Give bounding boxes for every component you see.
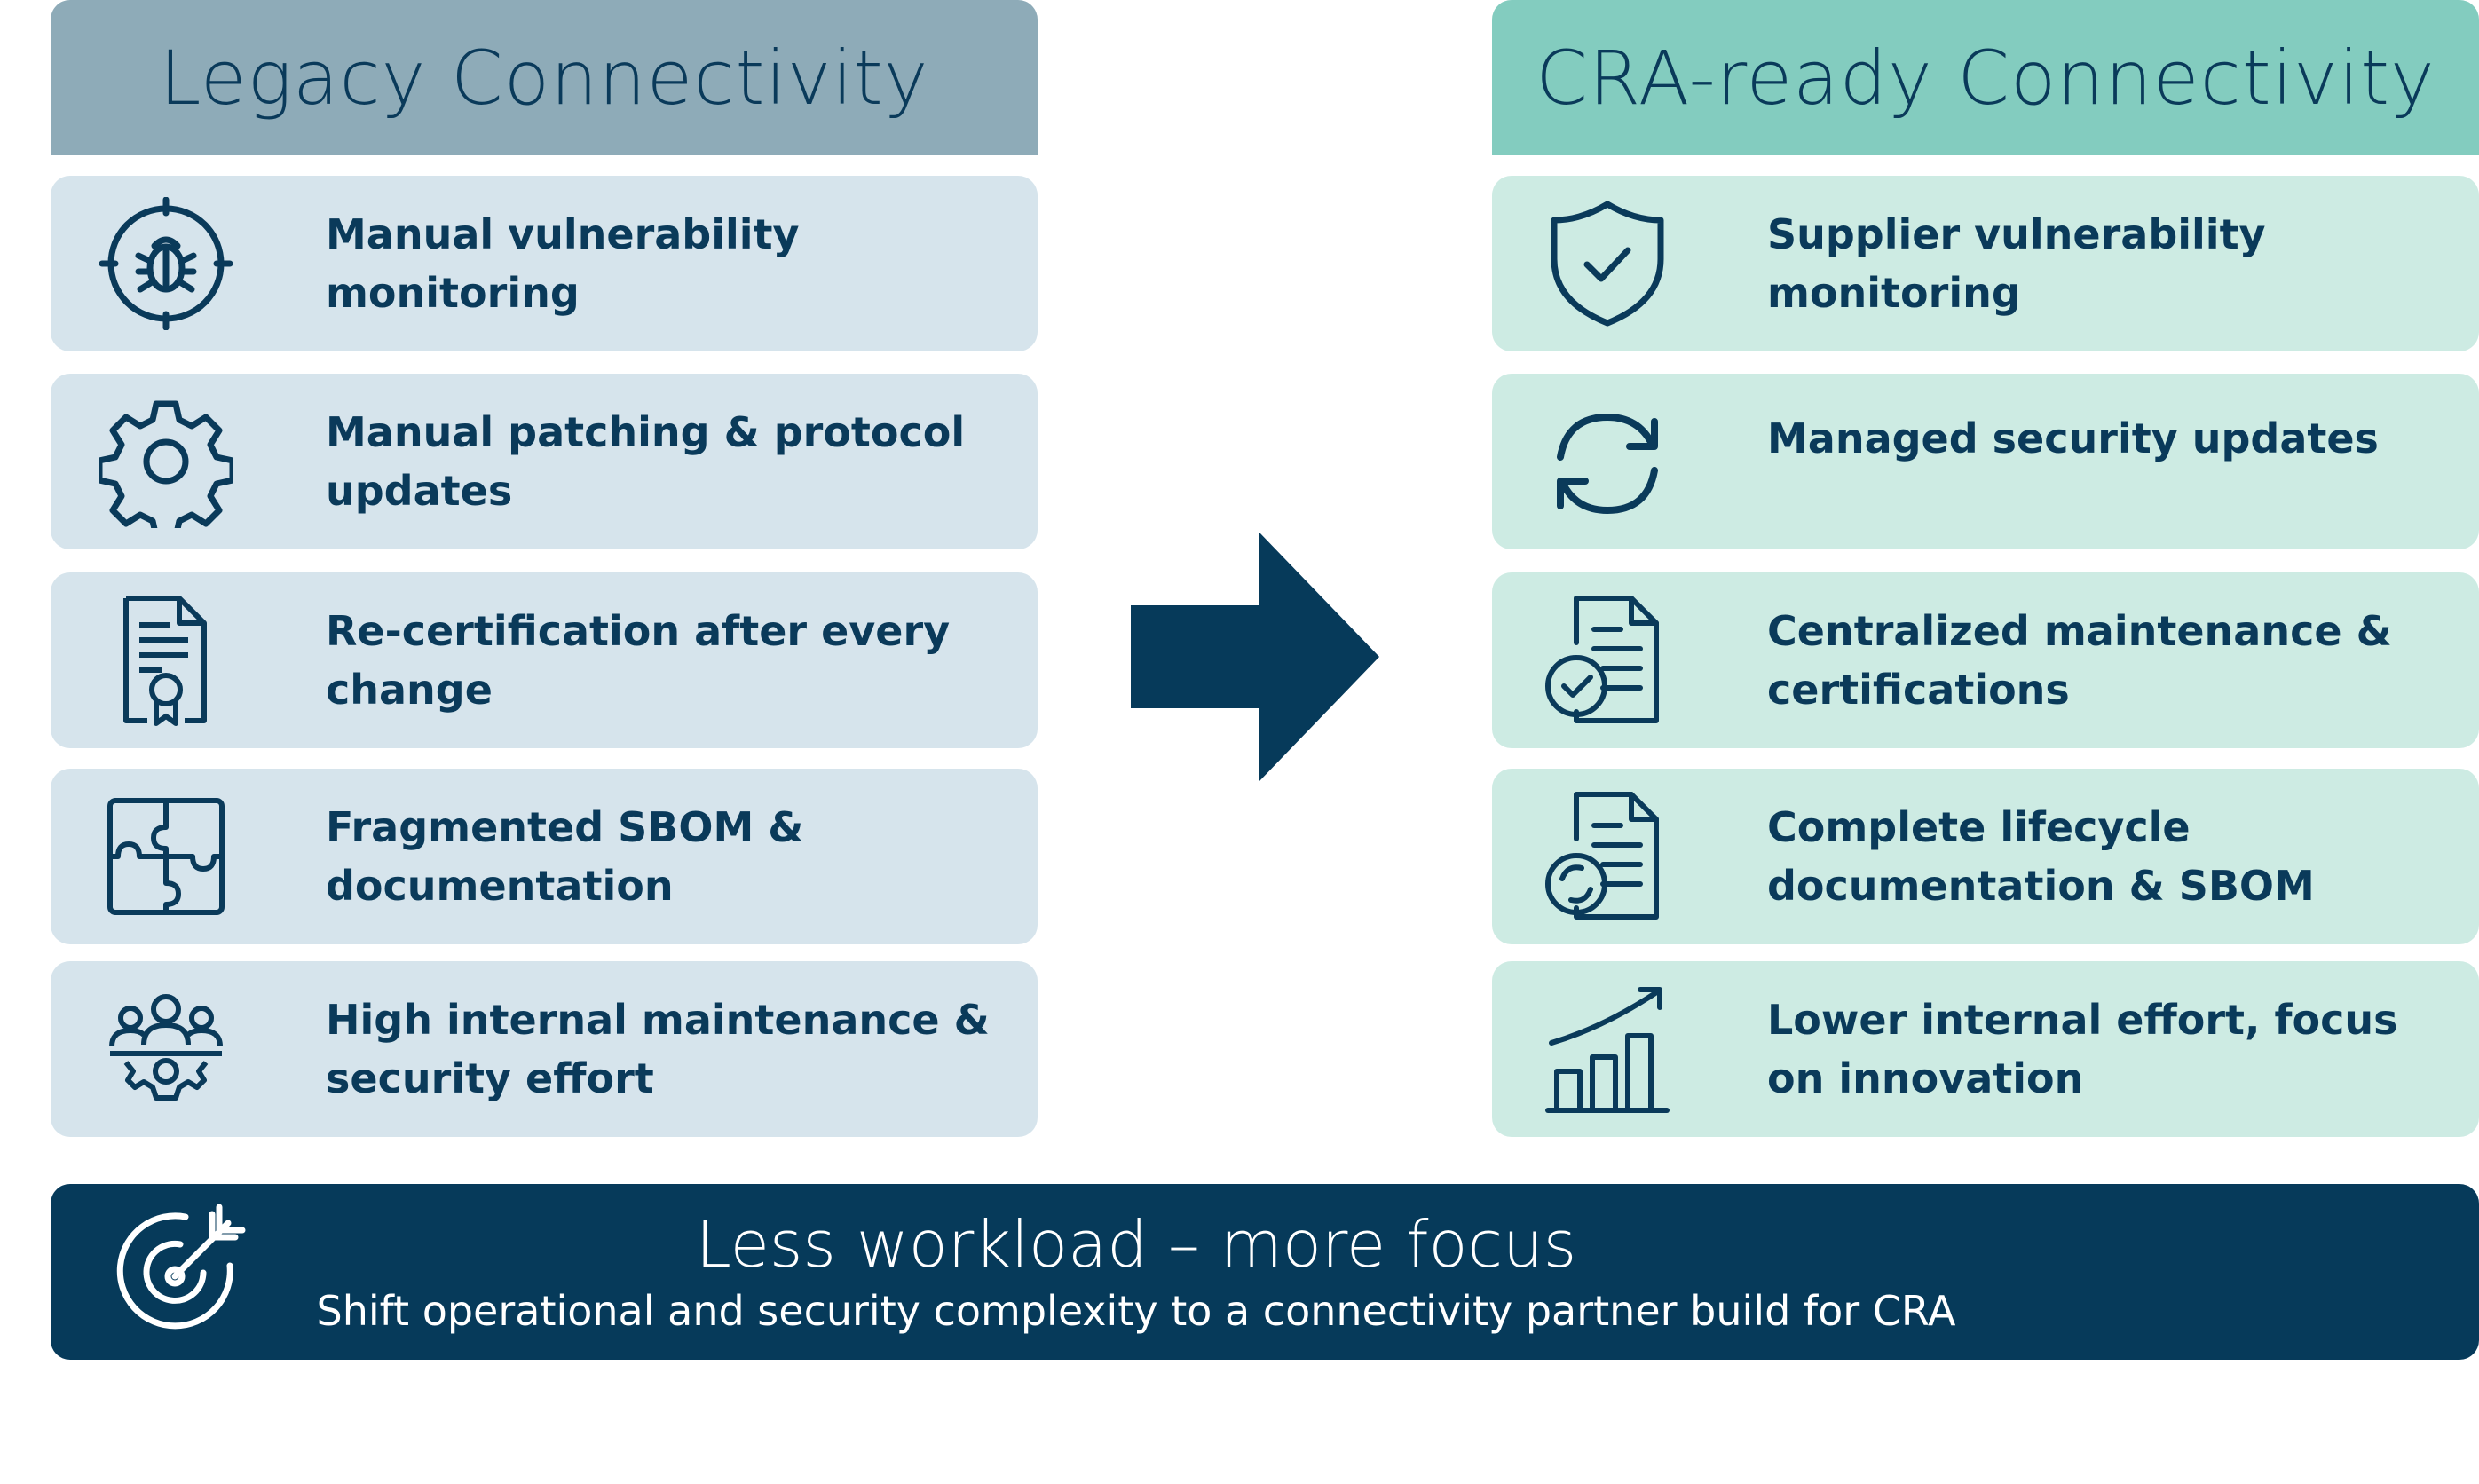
legacy-item-vulnerability: Manual vulnerability monitoring bbox=[51, 176, 1038, 351]
legacy-column: Legacy Connectivity Manual vulnerability… bbox=[51, 0, 1038, 1137]
summary-banner: Less workload – more focus Shift operati… bbox=[51, 1184, 2479, 1360]
legacy-item-patching: Manual patching & protocol updates bbox=[51, 374, 1038, 549]
cra-item-updates: Managed security updates bbox=[1492, 374, 2479, 549]
cra-header: CRA-ready Connectivity bbox=[1492, 0, 2479, 155]
banner-title: Less workload – more focus bbox=[695, 1207, 1577, 1282]
bug-target-icon bbox=[99, 196, 233, 331]
banner-subtitle: Shift operational and security complexit… bbox=[316, 1287, 1956, 1335]
document-check-icon bbox=[1541, 594, 1674, 727]
team-gear-icon bbox=[99, 983, 233, 1116]
cra-item-label: Centralized maintenance & certifications bbox=[1767, 607, 2392, 714]
certificate-document-icon bbox=[99, 594, 233, 727]
refresh-icon bbox=[1541, 395, 1674, 528]
legacy-item-label: Manual patching & protocol updates bbox=[326, 408, 966, 515]
transition-arrow-icon bbox=[1131, 533, 1379, 781]
gear-icon bbox=[96, 395, 236, 541]
cra-item-documentation: Complete lifecycle documentation & SBOM bbox=[1492, 769, 2479, 944]
cra-column: CRA-ready Connectivity Supplier vulnerab… bbox=[1492, 0, 2479, 1137]
cra-item-label: Supplier vulnerability monitoring bbox=[1767, 210, 2266, 317]
growth-chart-icon bbox=[1541, 983, 1674, 1116]
legacy-item-recertification: Re-certification after every change bbox=[51, 572, 1038, 748]
cra-item-label: Managed security updates bbox=[1767, 414, 2379, 462]
legacy-header: Legacy Connectivity bbox=[51, 0, 1038, 155]
target-arrow-icon bbox=[106, 1204, 248, 1346]
legacy-item-label: Fragmented SBOM & documentation bbox=[326, 803, 804, 910]
puzzle-icon bbox=[99, 790, 233, 923]
cra-item-label: Complete lifecycle documentation & SBOM bbox=[1767, 803, 2315, 910]
cra-item-label: Lower internal effort, focus on innovati… bbox=[1767, 996, 2398, 1102]
legacy-item-effort: High internal maintenance & security eff… bbox=[51, 961, 1038, 1137]
cra-item-effort: Lower internal effort, focus on innovati… bbox=[1492, 961, 2479, 1137]
shield-check-icon bbox=[1541, 197, 1674, 330]
legacy-item-label: Re-certification after every change bbox=[326, 607, 951, 714]
legacy-item-label: High internal maintenance & security eff… bbox=[326, 996, 990, 1102]
legacy-item-sbom: Fragmented SBOM & documentation bbox=[51, 769, 1038, 944]
legacy-item-label: Manual vulnerability monitoring bbox=[326, 210, 800, 317]
cra-item-vulnerability: Supplier vulnerability monitoring bbox=[1492, 176, 2479, 351]
cra-item-maintenance: Centralized maintenance & certifications bbox=[1492, 572, 2479, 748]
document-sync-icon bbox=[1541, 790, 1674, 923]
